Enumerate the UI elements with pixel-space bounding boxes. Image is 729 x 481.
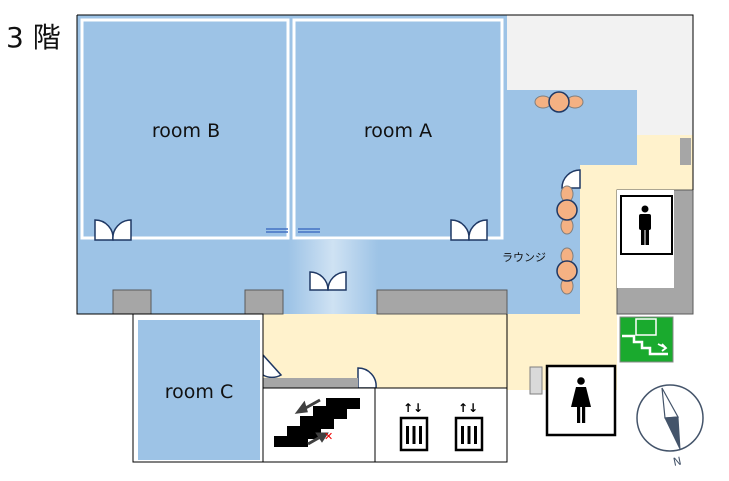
lounge-furniture xyxy=(534,91,584,295)
vending-icon xyxy=(529,366,543,395)
service-area xyxy=(507,15,637,90)
wall-block xyxy=(680,138,691,165)
elevator-hall xyxy=(374,387,508,463)
svg-text:↑↓: ↑↓ xyxy=(403,401,423,415)
vents xyxy=(266,228,320,233)
building-outline xyxy=(76,14,694,463)
room-a[interactable] xyxy=(292,18,504,240)
lounge-label: ラウンジ xyxy=(502,251,546,264)
compass-north-label: N xyxy=(672,454,683,468)
elevator-icon[interactable]: ↑↓ xyxy=(399,401,429,452)
room-c[interactable] xyxy=(138,320,260,460)
service-area-2 xyxy=(637,15,693,135)
elevator-icon[interactable]: ↑↓ xyxy=(454,401,484,452)
room-b-label: room B xyxy=(152,120,220,142)
stairs-arrows xyxy=(294,398,329,446)
emergency-exit-icon xyxy=(619,316,674,363)
compass-icon xyxy=(636,384,704,452)
room-c-label: room C xyxy=(165,381,233,403)
floor-label: 3 階 xyxy=(6,21,61,54)
stairs-icon xyxy=(274,398,360,447)
exit-stairs xyxy=(622,318,668,356)
doors xyxy=(94,169,581,389)
room-b[interactable] xyxy=(80,18,290,240)
man-icon xyxy=(639,205,651,245)
no-up-icon: ✕ xyxy=(324,430,333,443)
walls xyxy=(112,289,508,388)
svg-text:↑↓: ↑↓ xyxy=(458,401,478,415)
room-a-label: room A xyxy=(364,120,432,142)
woman-icon xyxy=(571,377,591,423)
